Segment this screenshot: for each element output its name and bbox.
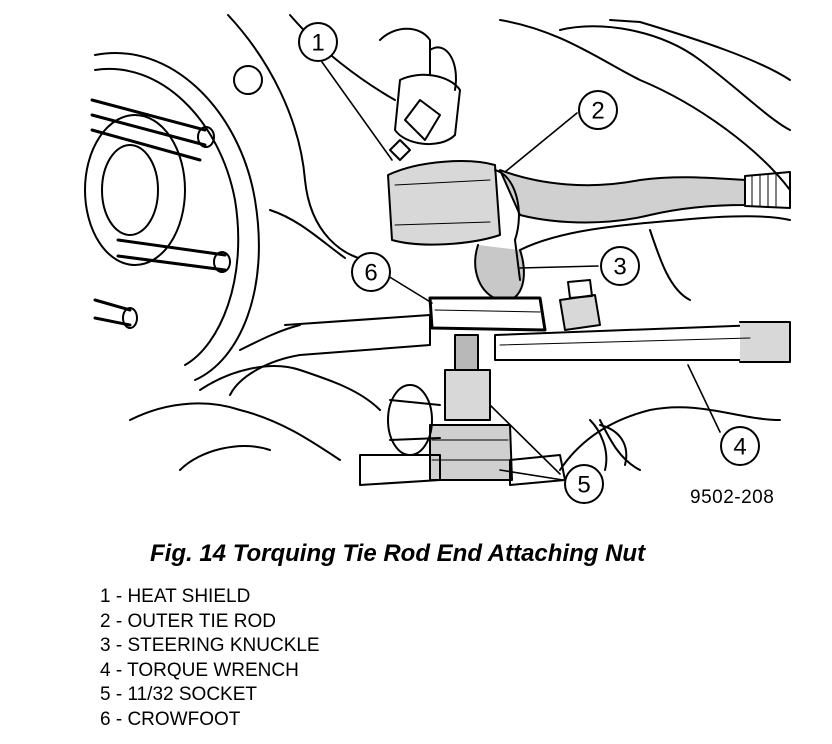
callout-circles — [298, 22, 760, 504]
steering-knuckle-body — [227, 14, 791, 471]
leader-4 — [687, 364, 721, 433]
callout-circle-1 — [298, 22, 338, 62]
callout-circle-3 — [600, 246, 640, 286]
leader-5b — [499, 469, 564, 481]
lower-control-arm — [387, 384, 628, 471]
leader-1 — [321, 61, 393, 161]
leader-3 — [519, 265, 599, 269]
figure-caption: Fig. 14 Torquing Tie Rod End Attaching N… — [150, 540, 646, 567]
callout-circle-4 — [720, 426, 760, 466]
stud-nut — [559, 279, 601, 331]
callout-circle-5 — [564, 464, 604, 504]
legend-item: 4 - TORQUE WRENCH — [100, 659, 299, 681]
callout-number-2: 2 — [591, 98, 604, 125]
leader-6 — [387, 275, 433, 304]
outer-tie-rod — [494, 169, 791, 241]
torque-wrench — [494, 321, 791, 363]
socket-extension — [429, 334, 513, 481]
callout-number-3: 3 — [613, 254, 626, 281]
brake-rotor-hub — [84, 52, 263, 381]
figure-number: 9502-208 — [690, 487, 775, 508]
parts-legend: 1 - HEAT SHIELD 2 - OUTER TIE ROD 3 - ST… — [100, 585, 320, 732]
callout-number-6: 6 — [364, 260, 377, 287]
knuckle-arm — [474, 239, 525, 302]
heat-shield — [379, 27, 501, 246]
callout-number-4: 4 — [733, 434, 746, 461]
leader-5a — [489, 404, 561, 475]
tie-rod-illustration: 1 2 3 4 5 6 — [84, 14, 791, 504]
legend-item: 3 - STEERING KNUCKLE — [100, 635, 320, 656]
crowfoot-tool — [428, 296, 547, 332]
legend-item: 6 - CROWFOOT — [100, 708, 241, 730]
callout-number-5: 5 — [577, 472, 590, 499]
leader-2 — [504, 112, 578, 173]
legend-item: 2 - OUTER TIE ROD — [100, 610, 276, 632]
callout-circle-2 — [578, 90, 618, 130]
legend-item: 1 - HEAT SHIELD — [100, 586, 251, 607]
callout-number-1: 1 — [311, 30, 324, 57]
legend-item: 5 - 11/32 SOCKET — [100, 684, 257, 705]
callout-leaders — [321, 61, 721, 481]
callout-circle-6 — [351, 252, 391, 292]
